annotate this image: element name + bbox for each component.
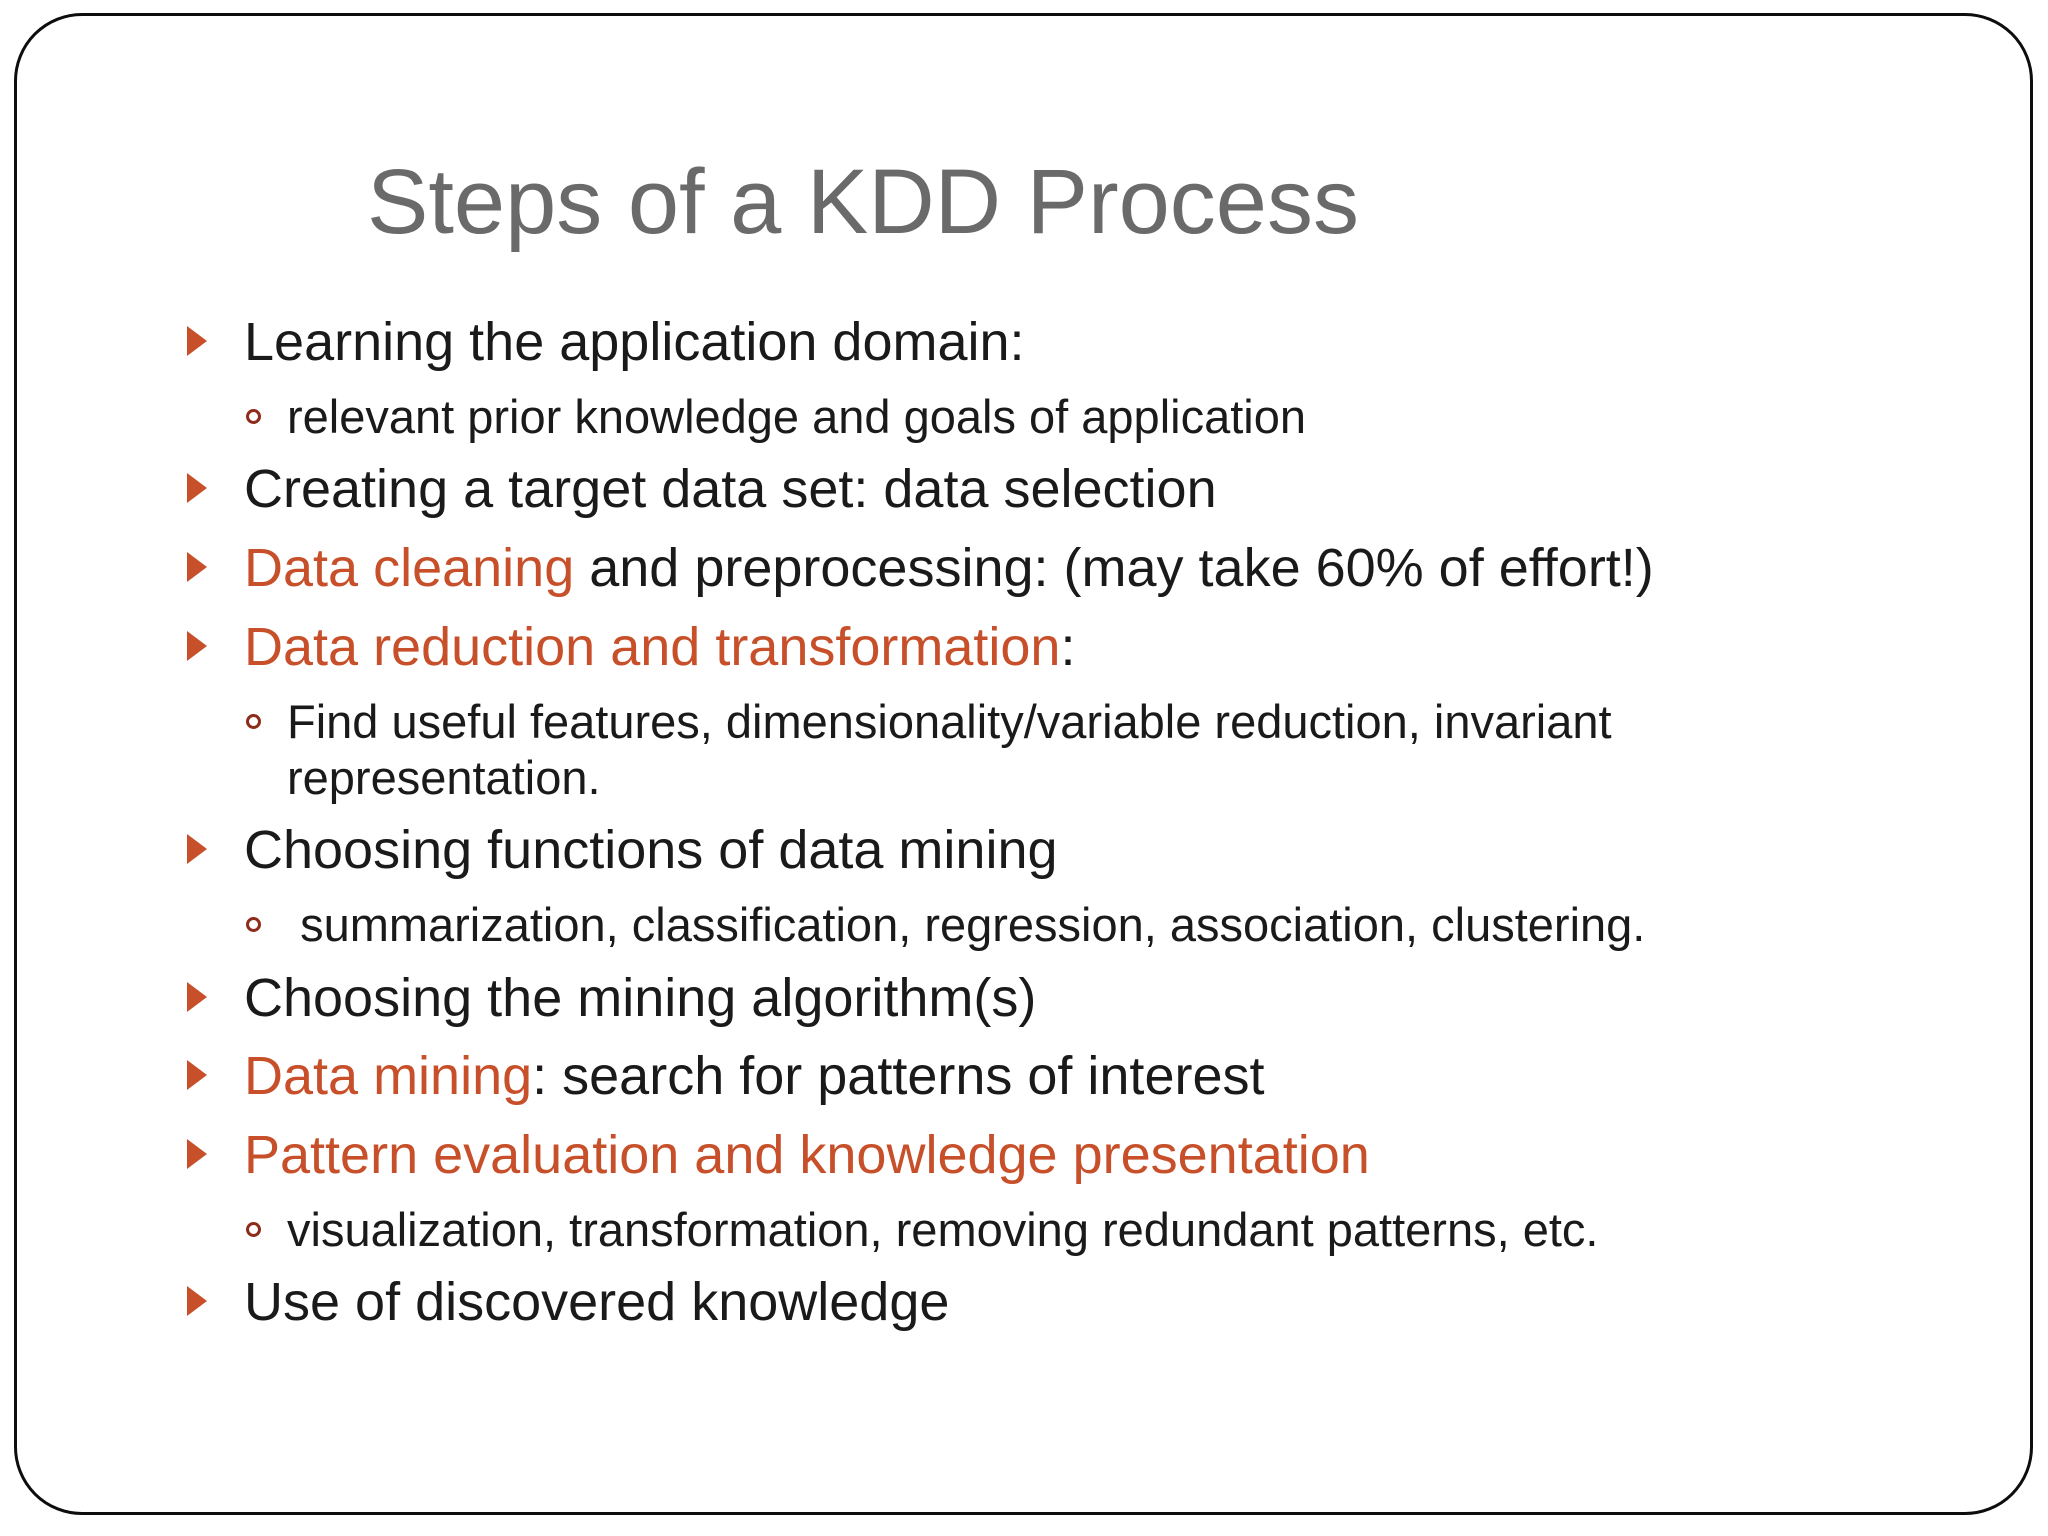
sub-bullet-item: relevant prior knowledge and goals of ap… [187,389,1900,445]
bullet-text: Pattern evaluation and knowledge present… [244,1123,1900,1188]
bullet-text: visualization, transformation, removing … [287,1202,1900,1258]
bullet-text: relevant prior knowledge and goals of ap… [287,389,1900,445]
bullet-triangle-icon [187,1139,207,1170]
bullet-text: Data cleaning and preprocessing: (may ta… [244,536,1900,601]
bullet-text-segment: visualization, transformation, removing … [287,1202,1599,1256]
bullet-text: Choosing the mining algorithm(s) [244,966,1900,1031]
bullet-list: Learning the application domain: relevant… [187,310,1900,1349]
bullet-triangle-icon [187,326,207,356]
bullet-text: Find useful features, dimensionality/var… [287,694,1900,750]
bullet-text: Learning the application domain: [244,310,1900,375]
bullet-text-segment: Choosing the mining algorithm(s) [244,967,1037,1028]
bullet-triangle-icon [187,981,207,1012]
circle-bullet-icon [246,1221,261,1237]
bullet-text-segment: and preprocessing: (may take 60% of effo… [574,537,1654,598]
bullet-text-accent-segment: Data cleaning [244,537,575,598]
bullet-triangle-icon [187,630,207,661]
bullet-item: Data reduction and transformation: [187,615,1900,680]
bullet-text: Data reduction and transformation: [244,615,1900,680]
bullet-text-segment: Use of discovered knowledge [244,1272,950,1333]
bullet-item: Learning the application domain: [187,310,1900,375]
slide-title: Steps of a KDD Process [367,151,1359,253]
bullet-item: Pattern evaluation and knowledge present… [187,1123,1900,1188]
bullet-text-accent-segment: Data mining [244,1046,533,1107]
sub-bullet-item: summarization, classification, regressio… [187,897,1900,953]
bullet-triangle-icon [187,834,207,865]
bullet-text-segment: : [1060,616,1076,677]
bullet-text-segment: Learning the application domain: [244,312,1025,372]
slide-frame: Steps of a KDD Process Learning the appl… [14,13,2033,1515]
bullet-text: Choosing functions of data mining [244,818,1900,883]
bullet-text-segment: Find useful features, dimensionality/var… [287,694,1612,748]
bullet-item: Data cleaning and preprocessing: (may ta… [187,536,1900,601]
bullet-text: Creating a target data set: data selecti… [244,457,1900,522]
bullet-text: representation. [287,750,1900,806]
circle-bullet-icon [246,408,261,424]
bullet-triangle-icon [187,551,207,582]
bullet-item: Choosing functions of data mining [187,818,1900,883]
bullet-triangle-icon [187,1286,207,1317]
circle-bullet-icon [246,917,261,933]
sub-bullet-continuation: representation. [187,750,1900,806]
bullet-text-segment: : search for patterns of interest [532,1046,1265,1107]
bullet-text-segment: summarization, classification, regressio… [287,898,1646,952]
sub-bullet-item: Find useful features, dimensionality/var… [187,694,1900,750]
bullet-item: Use of discovered knowledge [187,1270,1900,1335]
sub-bullet-item: visualization, transformation, removing … [187,1202,1900,1258]
bullet-text-accent-segment: Data reduction and transformation [244,616,1061,677]
bullet-item: Choosing the mining algorithm(s) [187,966,1900,1031]
bullet-text-segment: relevant prior knowledge and goals of ap… [287,389,1306,443]
bullet-triangle-icon [187,1060,207,1091]
bullet-text-accent-segment: Pattern evaluation and knowledge present… [244,1125,1370,1186]
bullet-text: Use of discovered knowledge [244,1270,1900,1335]
bullet-item: Creating a target data set: data selecti… [187,457,1900,522]
circle-bullet-icon [246,713,261,729]
bullet-text-segment: Creating a target data set: data selecti… [244,459,1217,520]
bullet-item: Data mining: search for patterns of inte… [187,1044,1900,1109]
bullet-text-segment: Choosing functions of data mining [244,820,1058,881]
bullet-text-segment: representation. [287,750,601,804]
bullet-text: summarization, classification, regressio… [287,897,1900,953]
bullet-triangle-icon [187,473,207,504]
bullet-text: Data mining: search for patterns of inte… [244,1044,1900,1109]
